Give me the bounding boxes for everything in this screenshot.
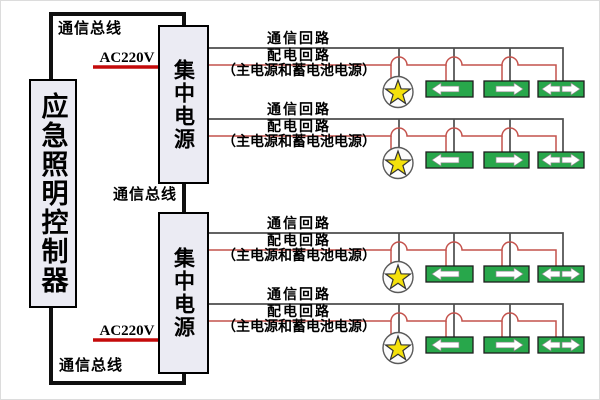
exit-sign-left-right-icon [537, 265, 585, 283]
left-arrow-icon [541, 153, 561, 167]
circuit-row-2 [209, 118, 585, 180]
comm-loop-wire [209, 118, 564, 152]
left-arrow-icon [541, 82, 561, 96]
exit-sign-left-right-icon [537, 336, 585, 354]
power-supply-1-label: 集中电源 [171, 58, 196, 151]
comm-bus-label-middle: 通信总线 [113, 187, 178, 203]
right-arrow-icon [561, 82, 581, 96]
exit-sign-left-right-icon [537, 80, 585, 98]
right-arrow-icon [561, 153, 581, 167]
comm-bus-top-line [49, 12, 186, 79]
comm-bus-label-bottom: 通信总线 [59, 358, 124, 374]
ac220v-label-bottom: AC220V [99, 323, 155, 339]
circuit1-source-note: （主电源和蓄电池电源） [222, 64, 376, 79]
lamp-star-icon [383, 78, 413, 105]
exit-sign-right-icon [483, 151, 530, 169]
right-arrow-icon [495, 338, 524, 352]
circuit2-comm-loop-label: 通信回路 [267, 103, 331, 118]
comm-bus-label-top: 通信总线 [58, 21, 123, 37]
power-loop-wire [209, 56, 557, 81]
circuit3-source-note: （主电源和蓄电池电源） [222, 249, 376, 264]
lamp-icon [382, 75, 414, 109]
circuit1-power-loop-label: 配电回路 [267, 49, 331, 64]
circuit4-comm-loop-label: 通信回路 [267, 288, 331, 303]
left-arrow-icon [541, 338, 561, 352]
circuit1-comm-loop-label: 通信回路 [267, 32, 331, 47]
right-arrow-icon [495, 267, 524, 281]
comm-loop-wire [209, 47, 564, 81]
exit-sign-left-icon [425, 336, 474, 354]
exit-sign-left-icon [425, 265, 474, 283]
left-arrow-icon [431, 338, 460, 352]
comm-drop-wires [398, 119, 511, 152]
lamp-icon [382, 146, 414, 180]
exit-sign-right-icon [483, 265, 530, 283]
exit-sign-left-icon [425, 80, 474, 98]
circuit2-power-loop-label: 配电回路 [267, 120, 331, 135]
central-power-supply-box-2: 集中电源 [158, 212, 209, 374]
circuit-row-3 [209, 232, 585, 294]
right-arrow-icon [561, 267, 581, 281]
power-drop-wires [390, 321, 503, 337]
comm-drop-wires [398, 304, 511, 337]
lamp-star-icon [383, 334, 413, 361]
power-loop-wire [209, 127, 557, 152]
power-drop-wires [390, 65, 503, 81]
exit-sign-right-icon [483, 336, 530, 354]
exit-sign-left-icon [425, 151, 474, 169]
lamp-icon [382, 331, 414, 365]
left-arrow-icon [431, 82, 460, 96]
left-arrow-icon [431, 267, 460, 281]
exit-sign-left-right-icon [537, 151, 585, 169]
power-drop-wires [390, 250, 503, 266]
central-power-supply-box-1: 集中电源 [158, 25, 209, 184]
exit-sign-right-icon [483, 80, 530, 98]
comm-drop-wires [398, 233, 511, 266]
circuit-row-1 [209, 47, 585, 109]
comm-loop-wire [209, 232, 564, 266]
left-arrow-icon [541, 267, 561, 281]
emergency-lighting-controller-box: 应急照明控制器 [29, 79, 77, 308]
right-arrow-icon [561, 338, 581, 352]
right-arrow-icon [495, 82, 524, 96]
power-supply-2-label: 集中电源 [171, 247, 196, 339]
circuit-row-4 [209, 303, 585, 365]
circuit3-comm-loop-label: 通信回路 [267, 217, 331, 232]
right-arrow-icon [495, 153, 524, 167]
power-loop-wire [209, 241, 557, 266]
lamp-icon [382, 260, 414, 294]
comm-drop-wires [398, 48, 511, 81]
power-loop-wire [209, 312, 557, 337]
circuit3-power-loop-label: 配电回路 [267, 234, 331, 249]
circuit2-source-note: （主电源和蓄电池电源） [222, 135, 376, 150]
circuit4-power-loop-label: 配电回路 [267, 305, 331, 320]
left-arrow-icon [431, 153, 460, 167]
comm-bus-bottom-line [49, 308, 186, 385]
comm-loop-wire [209, 303, 564, 337]
lamp-star-icon [383, 149, 413, 176]
lamp-star-icon [383, 263, 413, 290]
controller-label: 应急照明控制器 [37, 92, 68, 295]
power-drop-wires [390, 136, 503, 152]
ac220v-label-top: AC220V [99, 50, 155, 66]
circuit4-source-note: （主电源和蓄电池电源） [222, 320, 376, 335]
